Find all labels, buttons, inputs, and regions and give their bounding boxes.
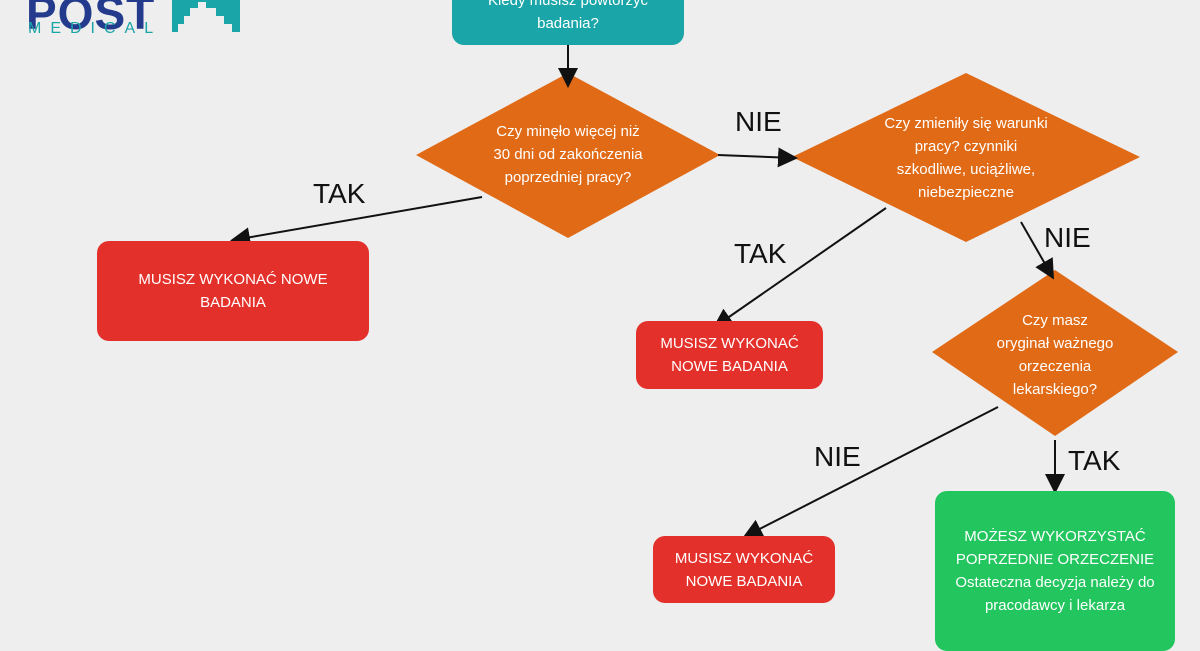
post-medical-logo: POST MEDICAL xyxy=(22,0,252,50)
edge-label-q1-tak: TAK xyxy=(313,178,366,209)
edge-label-q2-nie: NIE xyxy=(1044,222,1091,253)
decision-q3-text: Czy masz oryginał ważnego orzeczenia lek… xyxy=(996,312,1114,398)
edge-label-q2-tak: TAK xyxy=(734,238,787,269)
result-new-tests-2-text: MUSISZ WYKONAĆ NOWE BADANIA xyxy=(660,335,799,375)
logo-wordmark: POST xyxy=(26,0,156,39)
decision-diamond-q2 xyxy=(792,73,1140,242)
result-reuse-certificate: MOŻESZ WYKORZYSTAĆ POPRZEDNIE ORZECZENIE… xyxy=(935,491,1175,651)
edge-label-q1-nie: NIE xyxy=(735,106,782,137)
decision-diamond-q3 xyxy=(932,270,1178,436)
arrow-q2-nie xyxy=(1020,221,1054,280)
arrow-q3-nie xyxy=(742,406,999,538)
result-new-tests-3-text: MUSISZ WYKONAĆ NOWE BADANIA xyxy=(674,549,814,590)
edge-label-q3-nie: NIE xyxy=(814,441,861,472)
decision-q1-text: Czy minęło więcej niż 30 dni od zakończe… xyxy=(493,123,643,186)
start-node-text: Kiedy musisz powtórzyć badania? xyxy=(487,0,649,32)
post-medical-logo-mark xyxy=(172,0,240,32)
result-reuse-certificate-text: MOŻESZ WYKORZYSTAĆ POPRZEDNIE ORZECZENIE… xyxy=(955,528,1155,614)
arrow-q1-tak xyxy=(230,196,483,248)
result-new-tests-1: MUSISZ WYKONAĆ NOWE BADANIA xyxy=(97,241,369,341)
result-new-tests-2: MUSISZ WYKONAĆ NOWE BADANIA xyxy=(636,321,823,389)
logo-subtitle: MEDICAL xyxy=(28,20,163,37)
decision-diamond-q1 xyxy=(416,73,720,238)
result-new-tests-1-text: MUSISZ WYKONAĆ NOWE BADANIA xyxy=(138,271,328,311)
arrow-q1-nie xyxy=(717,147,798,168)
start-node: Kiedy musisz powtórzyć badania? xyxy=(452,0,684,45)
edge-label-q3-tak: TAK xyxy=(1068,445,1121,476)
decision-q2-text: Czy zmieniły się warunki pracy? czynniki… xyxy=(884,115,1048,201)
result-new-tests-3: MUSISZ WYKONAĆ NOWE BADANIA xyxy=(653,536,835,603)
arrow-q2-tak xyxy=(712,207,887,329)
